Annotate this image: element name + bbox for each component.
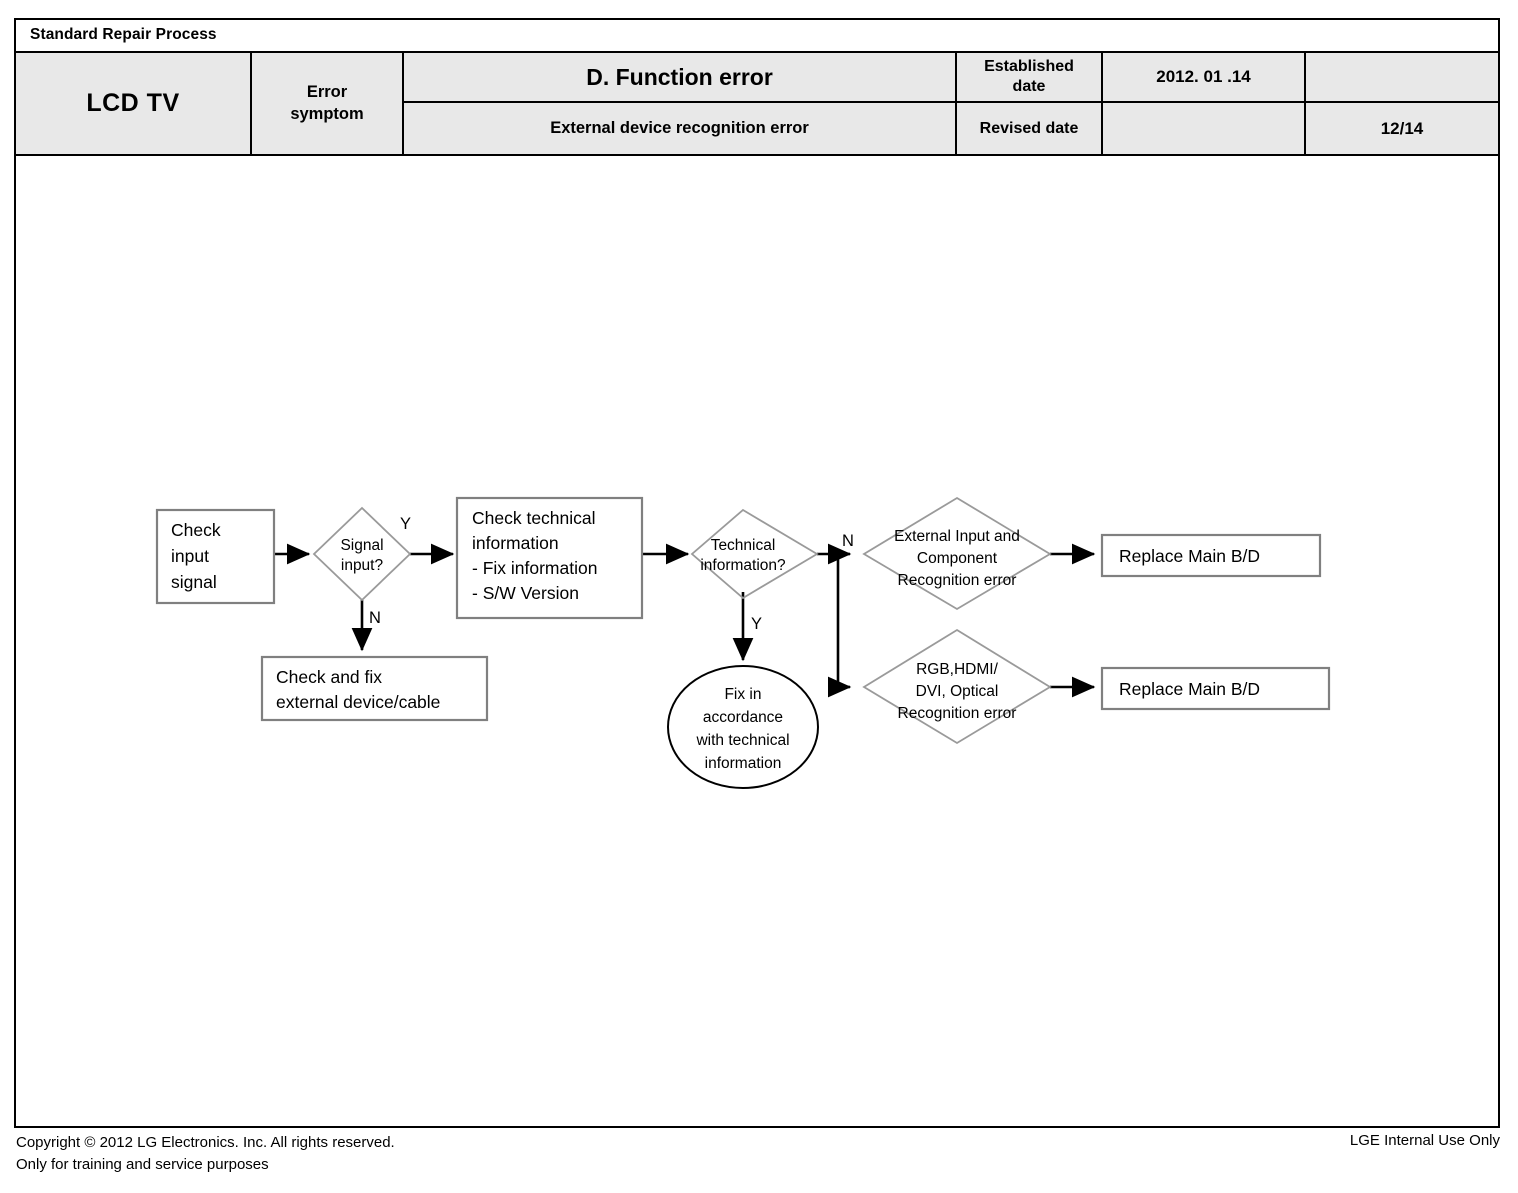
- external-input-component-diamond: [862, 496, 1052, 611]
- footer-confidentiality: LGE Internal Use Only: [1349, 1132, 1500, 1149]
- fix-accordance-line-3: with technical: [695, 732, 789, 749]
- header-cell-revised-label: Revised date: [957, 103, 1103, 154]
- fix-accordance-line-4: information: [705, 755, 782, 772]
- check-technical-information-box: [455, 496, 644, 620]
- header-cell-revised-date: [1103, 103, 1306, 154]
- replace-main-bd-top-box: [1100, 533, 1322, 578]
- check-and-fix-line-1: Check and fix: [276, 667, 382, 687]
- title-strip-label: Standard Repair Process: [30, 26, 217, 43]
- rgb-hdmi-dvi-optical-diamond: [862, 628, 1052, 745]
- branch-label-technical-yes: Y: [751, 615, 762, 633]
- check-and-fix-line-2: external device/cable: [276, 692, 440, 712]
- header-cell-sub-title: External device recognition error: [404, 103, 957, 154]
- technical-information-line-1: Technical: [711, 537, 776, 554]
- node-check-technical-information: Check technical information - Fix inform…: [455, 496, 644, 620]
- replace-main-bd-bottom-box: [1100, 666, 1331, 711]
- fix-accordance-line-2: accordance: [703, 709, 783, 726]
- title-strip: Standard Repair Process: [16, 20, 1498, 53]
- check-technical-line-4: - S/W Version: [472, 583, 579, 603]
- branch-label-signal-no: N: [369, 609, 381, 627]
- external-input-line-1: External Input and: [894, 528, 1020, 545]
- signal-input-line-1: Signal: [340, 537, 383, 554]
- node-check-and-fix-external: Check and fix external device/cable: [260, 655, 489, 722]
- check-technical-line-2: information: [472, 533, 559, 553]
- flowchart-canvas: Check input signal Signal input? Y N Che…: [16, 156, 1498, 1126]
- fix-accordance-line-1: Fix in: [724, 686, 761, 703]
- signal-input-diamond: [312, 506, 412, 602]
- page-footer: Copyright © 2012 LG Electronics. Inc. Al…: [0, 1128, 1518, 1193]
- header-cell-main-title: D. Function error: [404, 53, 957, 103]
- node-rgb-hdmi-dvi-optical-error: RGB,HDMI/ DVI, Optical Recognition error: [862, 628, 1052, 745]
- check-input-signal-line-2: input: [171, 546, 209, 566]
- node-replace-main-bd-top: Replace Main B/D: [1100, 533, 1322, 578]
- external-input-line-3: Recognition error: [898, 572, 1017, 589]
- footer-copyright: Copyright © 2012 LG Electronics. Inc. Al…: [16, 1134, 395, 1173]
- flowchart-svg: Check input signal Signal input? Y N Che…: [155, 496, 1331, 789]
- check-input-signal-line-3: signal: [171, 572, 217, 592]
- check-technical-line-1: Check technical: [472, 508, 596, 528]
- node-technical-information-decision: Technical information?: [690, 508, 819, 600]
- replace-main-bd-top-label: Replace Main B/D: [1119, 546, 1260, 566]
- replace-main-bd-bottom-label: Replace Main B/D: [1119, 679, 1260, 699]
- node-fix-in-accordance: Fix in accordance with technical informa…: [667, 665, 819, 789]
- header-cell-established-date: 2012. 01 .14: [1103, 53, 1306, 103]
- node-replace-main-bd-bottom: Replace Main B/D: [1100, 666, 1331, 711]
- branch-label-signal-yes: Y: [400, 515, 411, 533]
- node-external-input-component-error: External Input and Component Recognition…: [862, 496, 1052, 611]
- check-technical-line-3: - Fix information: [472, 558, 597, 578]
- node-check-input-signal: Check input signal: [155, 508, 276, 605]
- rgb-hdmi-line-2: DVI, Optical: [916, 683, 999, 700]
- rgb-hdmi-line-1: RGB,HDMI/: [916, 661, 999, 678]
- fix-in-accordance-ellipse: [667, 665, 819, 789]
- external-input-line-2: Component: [917, 550, 998, 567]
- header-cell-blank: [1306, 53, 1498, 103]
- technical-information-line-2: information?: [700, 557, 786, 574]
- rgb-hdmi-line-3: Recognition error: [898, 705, 1017, 722]
- technical-information-diamond: [690, 508, 819, 600]
- node-signal-input-decision: Signal input?: [312, 506, 412, 602]
- signal-input-line-2: input?: [341, 557, 384, 574]
- header-cell-product: LCD TV: [16, 53, 252, 154]
- check-and-fix-external-box: [260, 655, 489, 722]
- header-cell-page-number: 12/14: [1306, 103, 1498, 154]
- check-input-signal-box: [155, 508, 276, 605]
- branch-label-technical-no: N: [842, 532, 854, 550]
- check-input-signal-line-1: Check: [171, 520, 221, 540]
